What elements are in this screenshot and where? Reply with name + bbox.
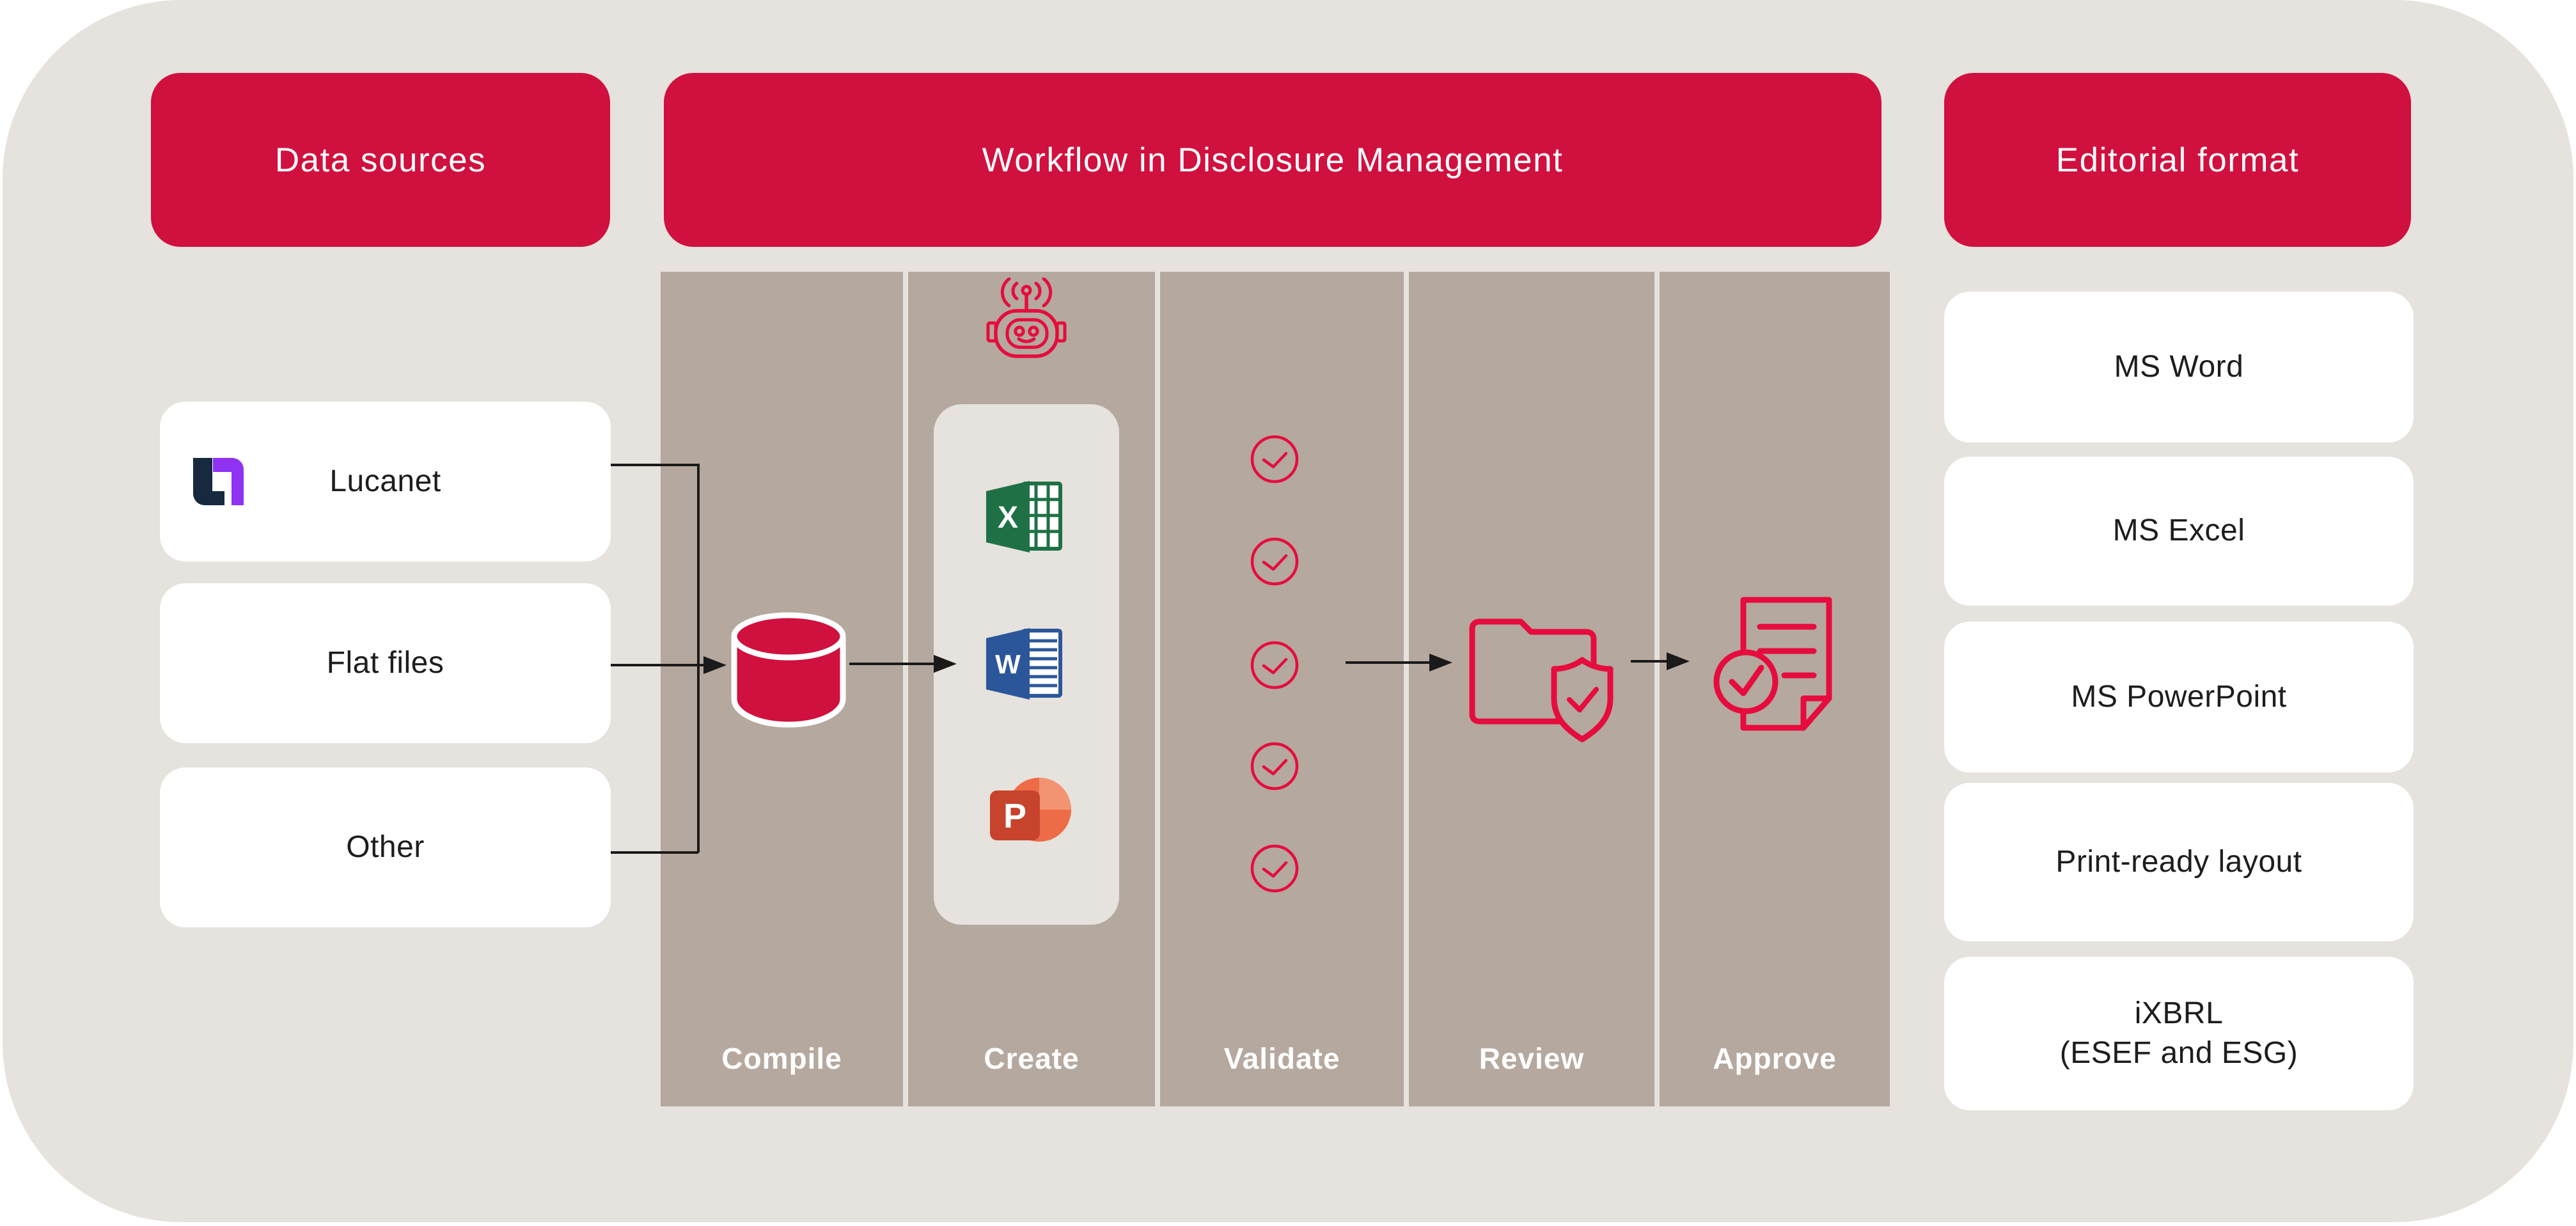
editorial-card-ms-word: MS Word: [1944, 292, 2414, 443]
editorial-card-label: Print-ready layout: [2055, 844, 2302, 879]
data-source-label: Flat files: [326, 645, 444, 680]
editorial-card-label: MS PowerPoint: [2071, 679, 2287, 714]
folder-shield-icon: [1469, 618, 1614, 743]
editorial-card-label: MS Word: [2114, 349, 2244, 384]
column-approve-label: Approve: [1713, 1042, 1837, 1075]
lucanet-logo: [193, 458, 244, 505]
column-create-label: Create: [984, 1042, 1080, 1075]
editorial-card-ixbrl: iXBRL (ESEF and ESG): [1944, 957, 2414, 1110]
column-review: Review: [1409, 272, 1654, 1106]
check-circle-icon: [1250, 641, 1299, 689]
editorial-card-label: MS Excel: [2112, 514, 2245, 548]
data-source-label: Other: [346, 829, 425, 864]
column-compile-label: Compile: [721, 1042, 842, 1075]
column-validate: Validate: [1160, 272, 1404, 1106]
data-source-card-other: Other: [160, 767, 611, 927]
header-data-sources-label: Data sources: [274, 141, 487, 179]
check-circle-icon: [1250, 742, 1299, 790]
header-editorial-format-label: Editorial format: [2055, 141, 2300, 179]
column-review-label: Review: [1479, 1042, 1585, 1075]
data-source-card-lucanet: Lucanet: [160, 402, 611, 562]
check-circle-icon: [1250, 844, 1299, 893]
editorial-card-ms-powerpoint: MS PowerPoint: [1944, 622, 2414, 773]
svg-text:P: P: [1003, 797, 1026, 835]
document-approved-icon: [1713, 597, 1832, 731]
check-circle-icon: [1250, 435, 1299, 483]
header-editorial-format: Editorial format: [1944, 73, 2411, 247]
header-data-sources: Data sources: [151, 73, 610, 247]
check-circle-icon: [1250, 537, 1299, 586]
editorial-card-label-line2: (ESEF and ESG): [2059, 1036, 2298, 1070]
database-icon: [731, 612, 846, 728]
excel-icon: X: [986, 481, 1062, 553]
robot-icon: [986, 278, 1067, 358]
powerpoint-icon: P: [990, 778, 1071, 842]
svg-text:X: X: [998, 501, 1018, 535]
svg-text:W: W: [995, 649, 1021, 679]
column-validate-label: Validate: [1223, 1042, 1340, 1075]
editorial-card-ms-excel: MS Excel: [1944, 457, 2414, 606]
header-workflow: Workflow in Disclosure Management: [664, 73, 1881, 247]
data-source-label: Lucanet: [329, 464, 441, 498]
data-source-card-flat-files: Flat files: [160, 583, 611, 743]
word-icon: W: [986, 628, 1062, 700]
editorial-card-print-ready: Print-ready layout: [1944, 783, 2414, 941]
header-workflow-label: Workflow in Disclosure Management: [982, 141, 1564, 179]
editorial-card-label: iXBRL: [2134, 996, 2224, 1030]
